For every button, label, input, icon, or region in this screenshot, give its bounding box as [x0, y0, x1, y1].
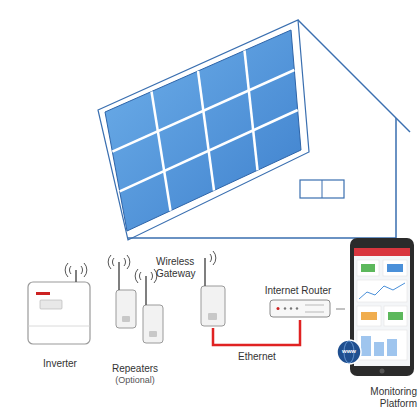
solar-array: [105, 30, 301, 231]
globe-label: www: [337, 348, 361, 355]
link-label: Ethernet: [236, 351, 278, 363]
panel-gap: [120, 110, 298, 191]
device-label: Inverter: [43, 358, 77, 370]
inverter-icon: [28, 270, 90, 344]
panel-gap: [112, 70, 294, 152]
globe-icon: [337, 340, 361, 364]
device-label: Repeaters: [112, 363, 158, 375]
router-icon: [270, 300, 330, 317]
device-label: Internet Router: [265, 285, 332, 297]
roof-slope: [98, 20, 309, 240]
note-label: (Optional): [115, 375, 155, 386]
network-link: [336, 308, 345, 309]
panel-gap: [152, 92, 171, 211]
device-label: Monitoring Platform: [355, 386, 417, 410]
window-bar: [322, 180, 323, 198]
panel-gaps: [112, 51, 297, 211]
router-node: Internet Router: [260, 285, 336, 320]
window: [300, 180, 344, 198]
device-label: Wireless Gateway: [156, 256, 202, 280]
platform-node: Monitoring Platform: [345, 236, 417, 410]
gateway-node: Wireless Gateway: [156, 256, 230, 328]
panel-gap: [245, 51, 258, 171]
panel-gap: [198, 71, 214, 191]
inverter-node: Inverter: [24, 270, 96, 370]
gateway-icon: [201, 258, 225, 326]
house: [98, 20, 410, 240]
repeater-icon: [116, 262, 163, 343]
wireless-signal: [65, 251, 216, 283]
network-link: [213, 320, 300, 345]
roof-edge: [298, 20, 410, 132]
